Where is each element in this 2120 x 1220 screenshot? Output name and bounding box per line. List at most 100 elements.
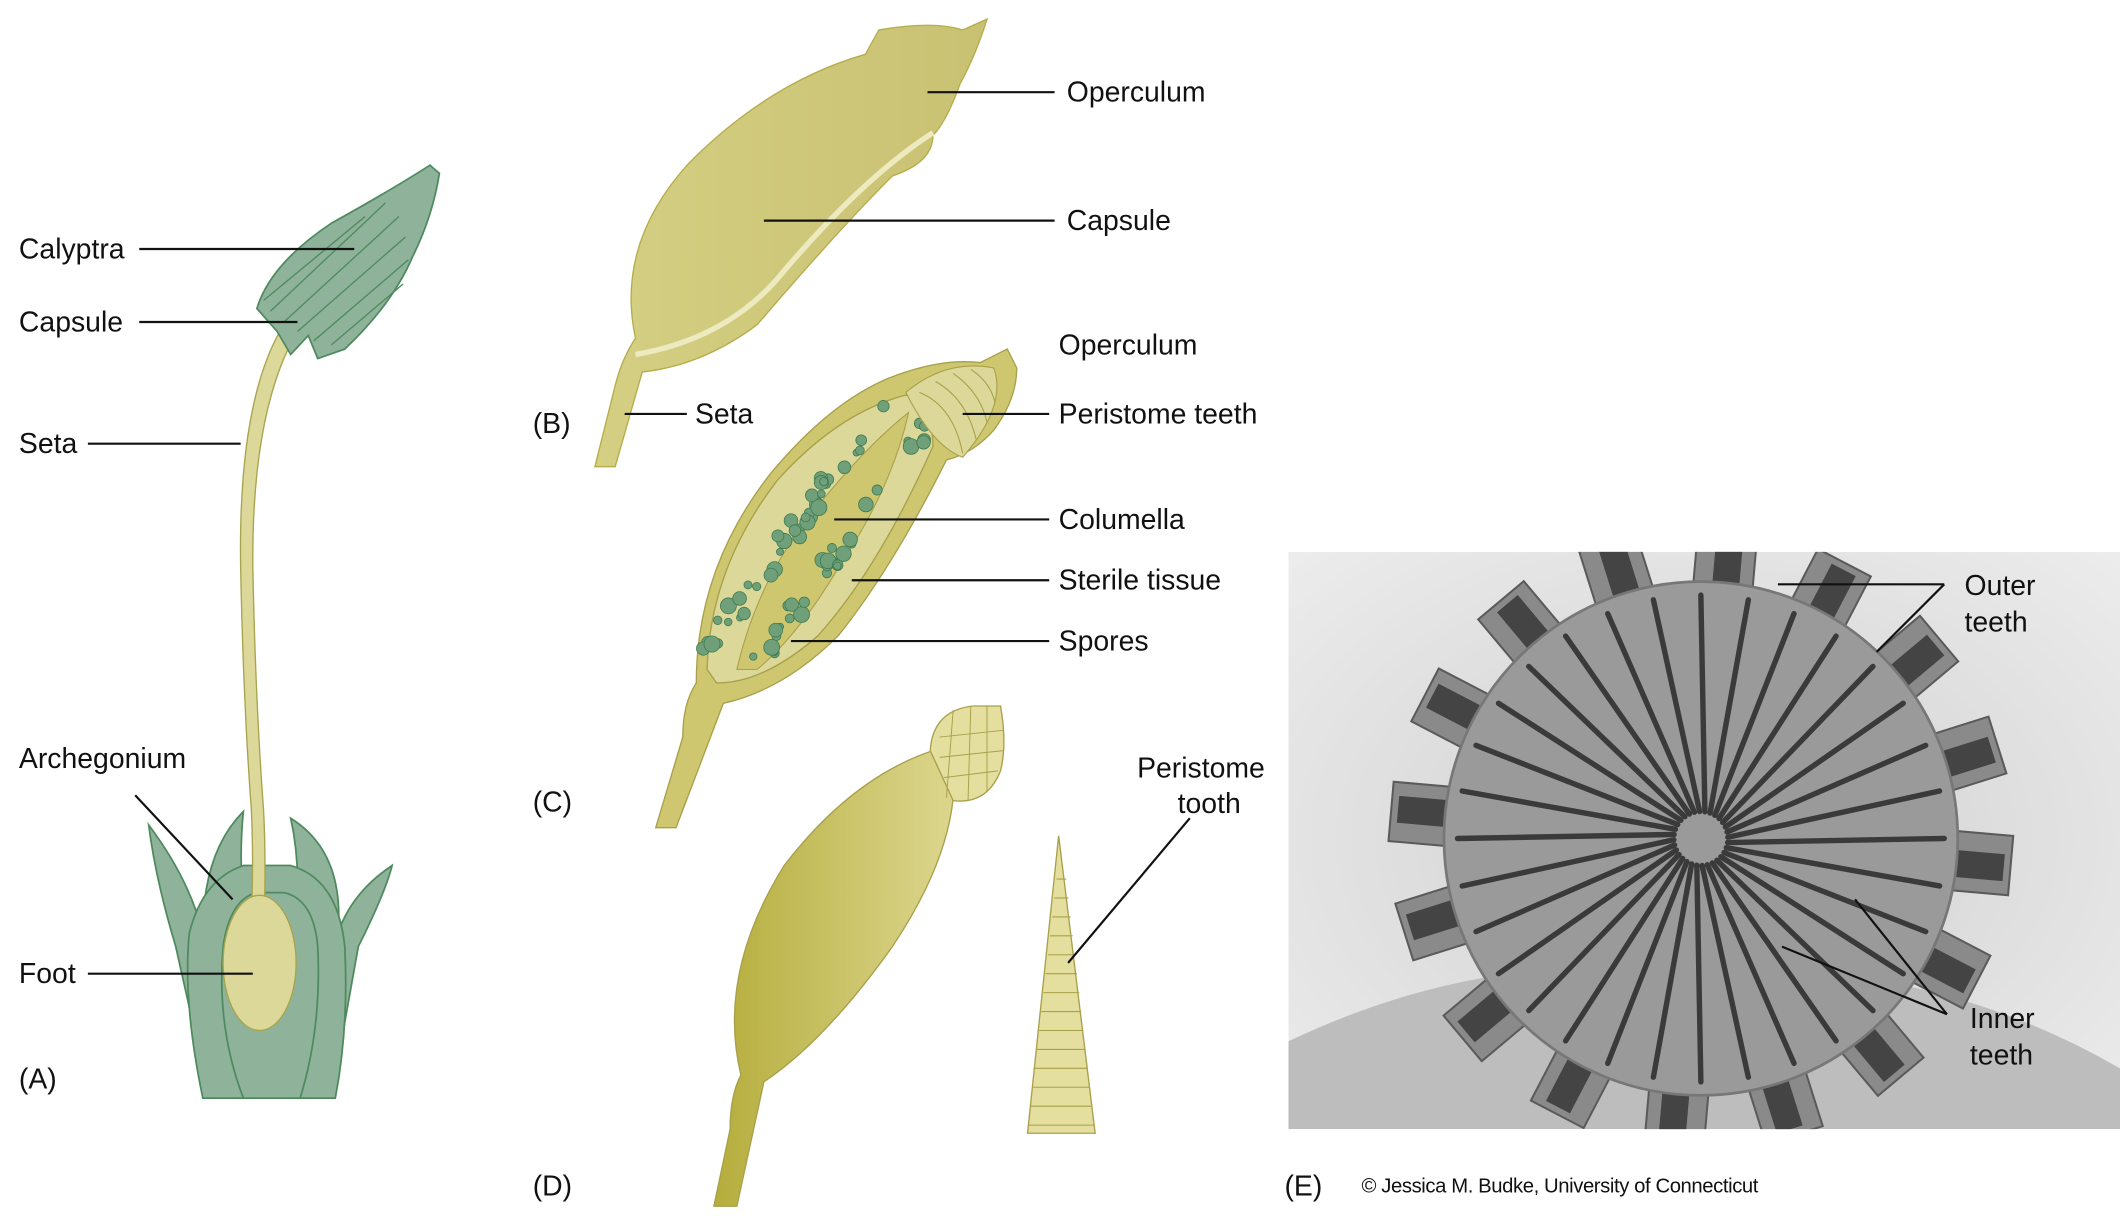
spore xyxy=(827,543,837,553)
inner-tooth xyxy=(1694,862,1704,1085)
spore xyxy=(858,496,874,513)
spore xyxy=(855,445,865,456)
inner-tooth xyxy=(1718,854,1906,977)
panel-tag-c: (C) xyxy=(533,786,572,818)
spore xyxy=(788,524,802,537)
spore xyxy=(749,652,758,661)
foot xyxy=(222,894,297,1032)
inner-tooth xyxy=(1724,835,1947,846)
inner-tooth xyxy=(1459,788,1679,833)
spore xyxy=(833,561,842,571)
label-foot: Foot xyxy=(19,958,76,990)
leader-peristome-tooth xyxy=(1067,817,1191,964)
inner-tooth xyxy=(1724,742,1929,835)
inner-tooth xyxy=(1605,858,1690,1067)
label-outer-2: teeth xyxy=(1965,607,2028,639)
sem-photo xyxy=(1288,551,2120,1130)
photo-credit: © Jessica M. Budke, University of Connec… xyxy=(1362,1176,1759,1198)
panel-tag-b: (B) xyxy=(533,408,571,440)
peristome-tooth-d xyxy=(1026,835,1096,1134)
label-inner-1: Inner xyxy=(1970,1003,2035,1035)
leader-inner-2 xyxy=(1854,898,1948,1015)
inner-tooth xyxy=(1454,831,1677,842)
label-peristome-teeth: Peristome teeth xyxy=(1059,398,1258,430)
spore xyxy=(752,582,762,592)
inner-tooth xyxy=(1712,610,1797,819)
label-capsule-a: Capsule xyxy=(19,306,123,338)
spore xyxy=(737,606,751,621)
label-archegonium: Archegonium xyxy=(19,743,186,775)
spore xyxy=(732,591,747,606)
spore xyxy=(837,460,852,475)
spore xyxy=(855,434,867,446)
spore xyxy=(916,435,931,450)
label-peristome-tooth-1: Peristome xyxy=(1137,753,1265,785)
inner-tooth xyxy=(1459,837,1677,889)
leader-outer-2 xyxy=(1875,583,1945,653)
spore xyxy=(800,512,811,523)
panel-b: Operculum Capsule Seta (B) xyxy=(533,17,1206,468)
spore xyxy=(768,622,784,638)
panel-tag-d: (D) xyxy=(533,1170,572,1202)
tooth-bands xyxy=(1028,878,1095,1126)
spore xyxy=(763,567,779,583)
inner-tooth xyxy=(1526,663,1688,820)
inner-tooth xyxy=(1605,610,1698,815)
label-seta-a: Seta xyxy=(19,428,78,460)
label-operculum-b: Operculum xyxy=(1067,77,1206,109)
capsule-wall-highlight xyxy=(635,130,935,358)
label-sterile-tissue: Sterile tissue xyxy=(1059,565,1221,597)
label-inner-2: teeth xyxy=(1970,1039,2033,1071)
label-capsule-b: Capsule xyxy=(1067,205,1171,237)
panel-e: Outer teeth Inner teeth (E) © Jessica M.… xyxy=(1284,551,2120,1202)
inner-tooth xyxy=(1709,860,1839,1044)
label-spores: Spores xyxy=(1059,626,1149,658)
panel-d: Peristome tooth (D) xyxy=(533,705,1265,1207)
spore xyxy=(877,400,890,413)
inner-tooth xyxy=(1495,847,1680,977)
spore xyxy=(723,617,733,627)
peristome-teeth-c xyxy=(905,365,998,458)
inner-teeth xyxy=(1454,592,1947,1085)
label-operculum-c: Operculum xyxy=(1059,329,1198,361)
inner-tooth xyxy=(1650,861,1695,1080)
leader-inner-1 xyxy=(1781,945,1948,1016)
panel-tag-e: (E) xyxy=(1284,1170,1322,1202)
calyptra xyxy=(255,164,441,360)
inner-tooth xyxy=(1716,633,1839,822)
spore xyxy=(712,615,723,625)
inner-tooth xyxy=(1473,842,1678,935)
inner-tooth xyxy=(1725,788,1943,840)
panel-c: Operculum Peristome teeth Columella Ster… xyxy=(533,329,1258,829)
inner-tooth xyxy=(1562,633,1693,817)
inner-tooth xyxy=(1714,857,1876,1014)
inner-tooth xyxy=(1473,742,1681,828)
spore xyxy=(720,597,737,615)
spore xyxy=(819,477,829,487)
inner-tooth xyxy=(1721,849,1929,935)
capsule-d xyxy=(713,749,954,1207)
spore xyxy=(816,489,826,499)
label-outer-1: Outer xyxy=(1965,570,2036,602)
spore xyxy=(798,596,810,608)
spore xyxy=(871,484,883,496)
leader-archegonium xyxy=(134,794,234,901)
spore xyxy=(784,613,795,624)
spore xyxy=(810,499,828,517)
spore xyxy=(776,547,784,556)
label-seta-b: Seta xyxy=(695,398,754,430)
label-columella: Columella xyxy=(1059,504,1185,536)
inner-tooth xyxy=(1526,851,1682,1014)
inner-tooth xyxy=(1650,597,1703,815)
peristome-grid-d xyxy=(939,705,1004,801)
seta-stalk xyxy=(239,330,293,934)
inner-tooth xyxy=(1722,700,1906,830)
spore xyxy=(842,531,858,548)
inner-tooth xyxy=(1707,597,1752,816)
panel-a: Calyptra Capsule Seta Archegonium Foot (… xyxy=(19,164,441,1099)
inner-tooth xyxy=(1562,855,1686,1044)
inner-tooth xyxy=(1719,663,1876,826)
inner-tooth xyxy=(1704,862,1797,1067)
spore xyxy=(763,638,781,656)
